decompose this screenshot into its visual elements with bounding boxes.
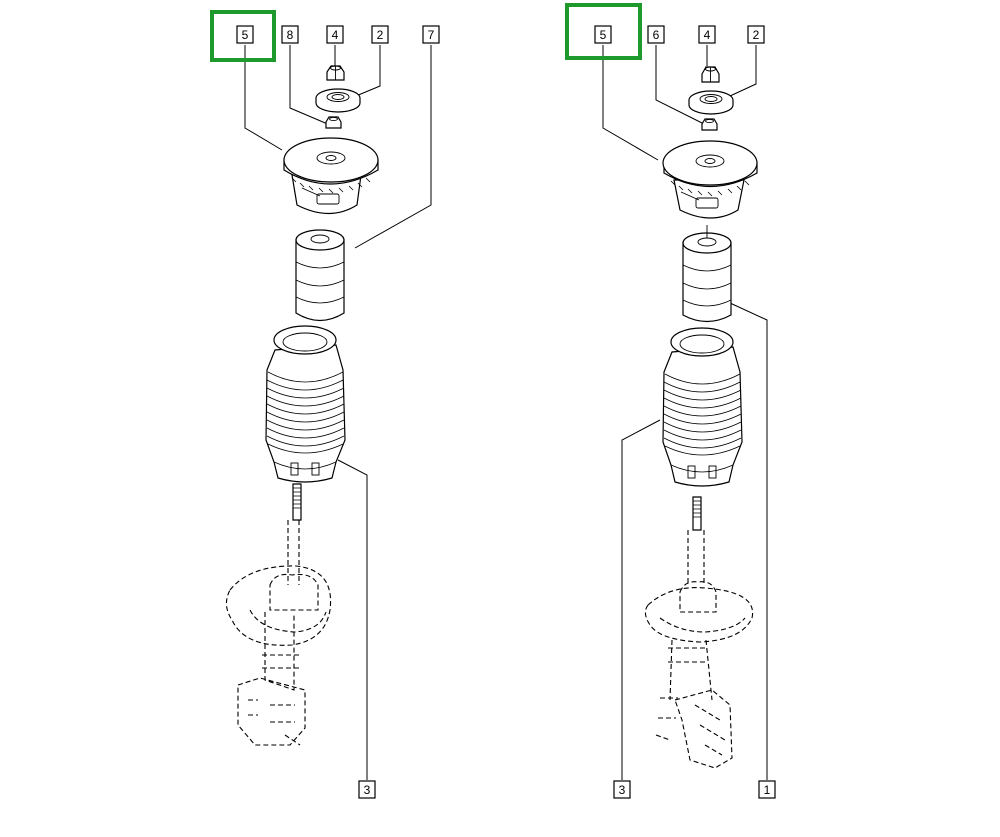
- right-top-nut: [701, 66, 720, 83]
- right-callout-4: 4: [698, 25, 716, 44]
- right-callout-3-label: 3: [619, 783, 626, 797]
- left-callout-2-label: 2: [377, 28, 384, 42]
- left-bump-stop: [295, 229, 345, 322]
- left-leader-lines: [244, 45, 432, 780]
- left-top-nut: [326, 65, 345, 81]
- left-callout-2: 2: [371, 25, 389, 44]
- right-strut-assembly: 5 6 4 2 3 1: [565, 3, 776, 799]
- left-callout-5: 5: [210, 10, 276, 62]
- left-bearing: [315, 88, 361, 113]
- right-leader-lines: [602, 45, 768, 780]
- right-strut-ghost: [644, 530, 754, 769]
- left-highlight-frame: [210, 10, 276, 62]
- right-piston-rod: [692, 496, 702, 531]
- right-highlight-frame: [565, 3, 642, 60]
- right-callout-1-label: 1: [764, 783, 771, 797]
- right-callout-3: 3: [613, 780, 631, 799]
- right-callout-5: 5: [565, 3, 642, 60]
- right-callout-2-label: 2: [753, 28, 760, 42]
- left-callout-5-label: 5: [242, 28, 249, 42]
- left-callout-4-label: 4: [332, 28, 339, 42]
- left-strut-ghost: [225, 520, 332, 746]
- right-dust-boot: [662, 327, 743, 487]
- left-thin-nut: [325, 116, 342, 129]
- right-callout-6: 6: [647, 25, 665, 44]
- right-top-mount: [662, 140, 758, 219]
- right-thin-nut: [701, 118, 718, 131]
- left-callout-3: 3: [358, 780, 376, 799]
- left-callout-7: 7: [422, 25, 440, 44]
- left-top-mount: [283, 137, 379, 214]
- right-callout-5-label: 5: [600, 28, 607, 42]
- left-callout-3-label: 3: [364, 783, 371, 797]
- right-callout-6-label: 6: [653, 28, 660, 42]
- right-callout-1: 1: [758, 780, 776, 799]
- right-callout-2: 2: [747, 25, 765, 44]
- left-callout-8-label: 8: [287, 28, 294, 42]
- left-callout-7-label: 7: [428, 28, 435, 42]
- left-dust-boot: [265, 325, 346, 483]
- left-strut-assembly: 5 8 4 2 7 3: [210, 10, 440, 799]
- right-bearing: [688, 90, 734, 115]
- left-callout-8: 8: [281, 25, 299, 44]
- right-bump-stop: [682, 225, 732, 323]
- right-callout-4-label: 4: [704, 28, 711, 42]
- left-piston-rod: [292, 483, 302, 521]
- left-callout-4: 4: [326, 25, 344, 44]
